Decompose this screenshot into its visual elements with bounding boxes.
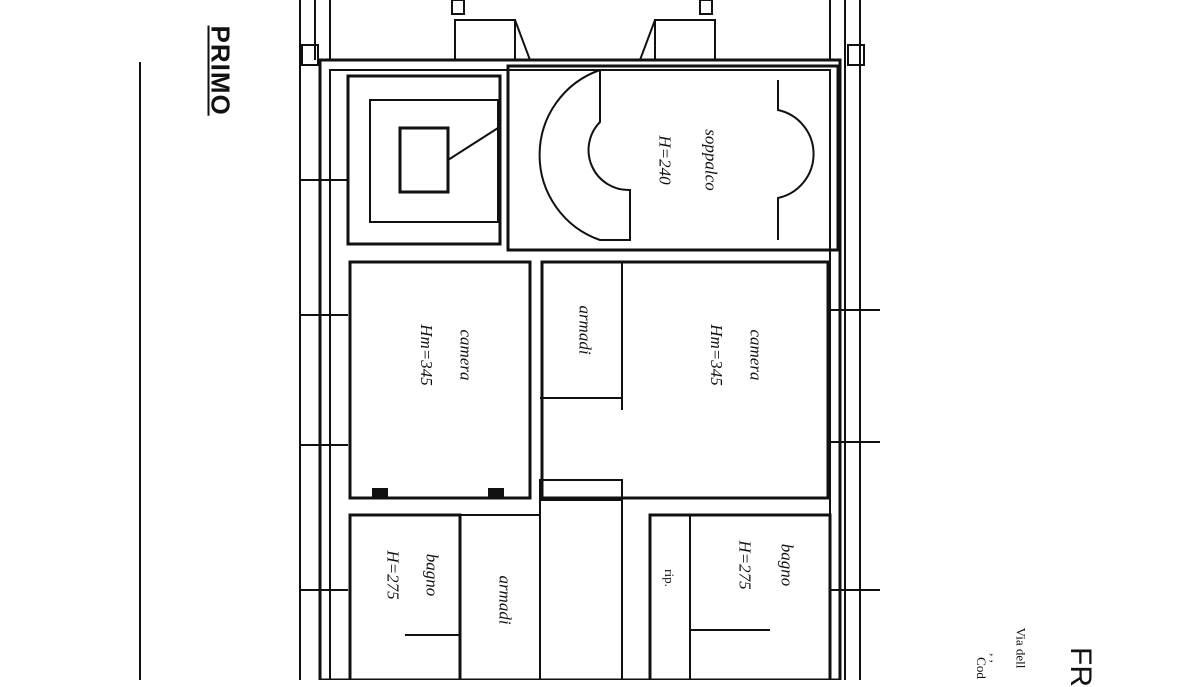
- bagno-right-label: bagno: [777, 543, 797, 587]
- outer-wall-inner: [329, 69, 831, 680]
- corner-text-1: Via dell: [1013, 627, 1029, 669]
- stairwell-core: [398, 126, 450, 194]
- armadi-top-label: armadi: [575, 305, 595, 355]
- corner-text-2: , ,: [987, 653, 1003, 663]
- outer-wall: [318, 58, 842, 680]
- bagno-left-height: H=275: [383, 550, 403, 600]
- rip-label: rip.: [661, 569, 677, 587]
- stair-top-left: [454, 19, 516, 61]
- floor-title: PRIMO: [205, 25, 236, 116]
- camera-right-label: camera: [746, 329, 766, 381]
- corridor: [539, 479, 623, 680]
- camera-left-height: Hm=345: [416, 324, 436, 386]
- spiral-stair: [538, 69, 631, 241]
- armadi-bottom-label: armadi: [495, 575, 515, 625]
- soppalco-label: soppalco: [701, 129, 721, 191]
- soppalco-outer: [506, 64, 840, 252]
- camera-right: [540, 260, 830, 500]
- corner-text-3: Cod: [973, 657, 989, 679]
- camera-left-label: camera: [456, 329, 476, 381]
- stair-top-right: [654, 19, 716, 61]
- bagno-right-height: H=275: [735, 540, 755, 590]
- bagno-right: [648, 513, 832, 680]
- bagno-left: [348, 513, 462, 680]
- corner-large-text: FR: [1064, 647, 1097, 687]
- armadi-bottom: [459, 514, 541, 680]
- soppalco-height: H=240: [655, 135, 675, 185]
- stairwell-mid: [369, 99, 499, 223]
- bagno-left-label: bagno: [422, 553, 442, 597]
- camera-left: [348, 260, 532, 500]
- stairwell-outer: [346, 74, 502, 246]
- camera-right-height: Hm=345: [706, 324, 726, 386]
